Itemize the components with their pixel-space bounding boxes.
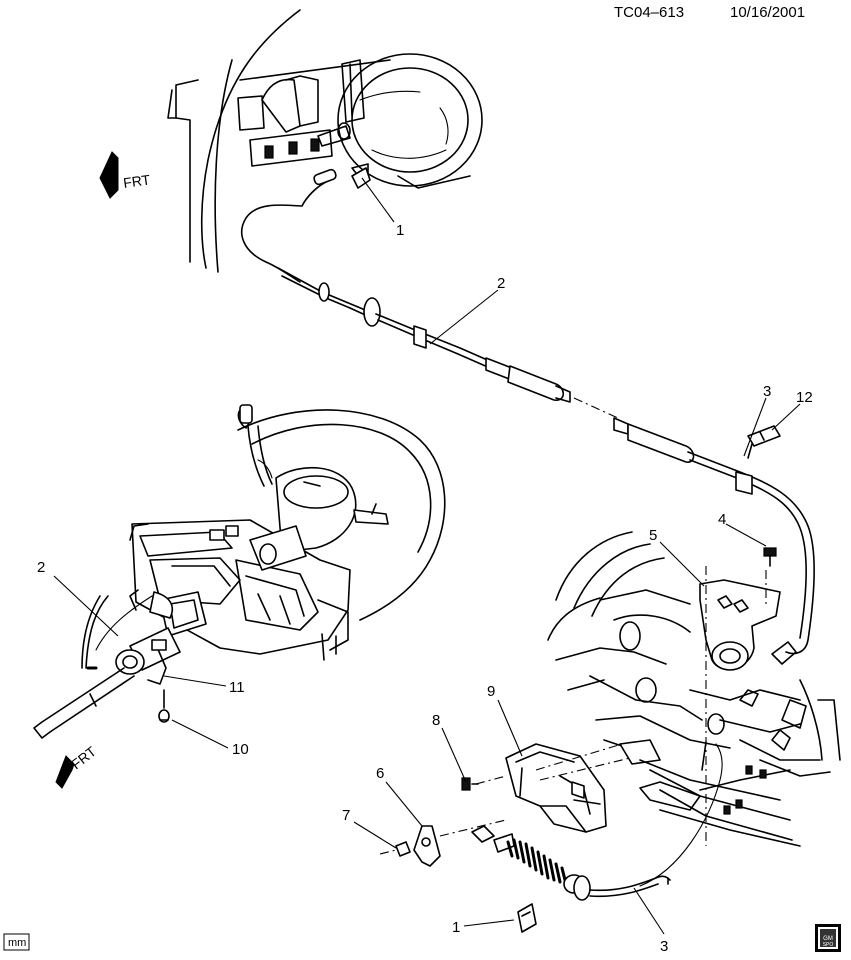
transmission-shift-cable	[241, 163, 815, 665]
cable-clip-1-lower	[517, 903, 537, 933]
front-direction-arrow-upper: FRT	[99, 151, 152, 199]
callout-numbers: 1 2 3 12 4 5 2 11 10 9 8 6 7 1 3	[37, 222, 813, 955]
callout-8: 8	[432, 712, 440, 729]
shift-cable-lower-end	[471, 743, 723, 901]
front-direction-arrow-lower: FRT	[55, 743, 99, 789]
svg-text:GM: GM	[823, 936, 833, 942]
steering-column-illustration	[33, 404, 446, 739]
drawing-id: TC04–613	[614, 4, 684, 21]
callout-7: 7	[342, 807, 350, 824]
dashboard-illustration	[167, 9, 483, 273]
nut-7	[379, 841, 411, 857]
drawing-date: 10/16/2001	[730, 4, 805, 21]
callout-4: 4	[718, 511, 726, 528]
gm-spo-logo: GM SPO	[815, 924, 841, 952]
unit-box: mm	[3, 933, 30, 951]
front-label-upper: FRT	[122, 171, 151, 191]
callout-1-lower: 1	[452, 919, 460, 936]
callout-3-upper: 3	[763, 383, 771, 400]
bolt-8	[461, 775, 507, 791]
callout-10: 10	[232, 741, 249, 758]
callout-6: 6	[376, 765, 384, 782]
svg-text:SPO: SPO	[823, 942, 834, 948]
unit-label: mm	[8, 937, 26, 949]
callout-1-upper: 1	[396, 222, 404, 239]
cable-bracket-5	[699, 566, 781, 846]
cable-spring	[506, 838, 568, 886]
callout-2-lower: 2	[37, 559, 45, 576]
callout-leaders	[53, 177, 801, 935]
park-lock-module-9	[505, 743, 631, 833]
callout-2-upper: 2	[497, 275, 505, 292]
callout-11: 11	[229, 679, 245, 696]
cable-clip-12	[747, 425, 781, 459]
bracket-6	[413, 819, 507, 867]
bolt-4	[763, 547, 777, 567]
callout-9: 9	[487, 683, 495, 700]
callout-12: 12	[796, 389, 813, 406]
callout-3-lower: 3	[660, 938, 668, 955]
callout-5: 5	[649, 527, 657, 544]
